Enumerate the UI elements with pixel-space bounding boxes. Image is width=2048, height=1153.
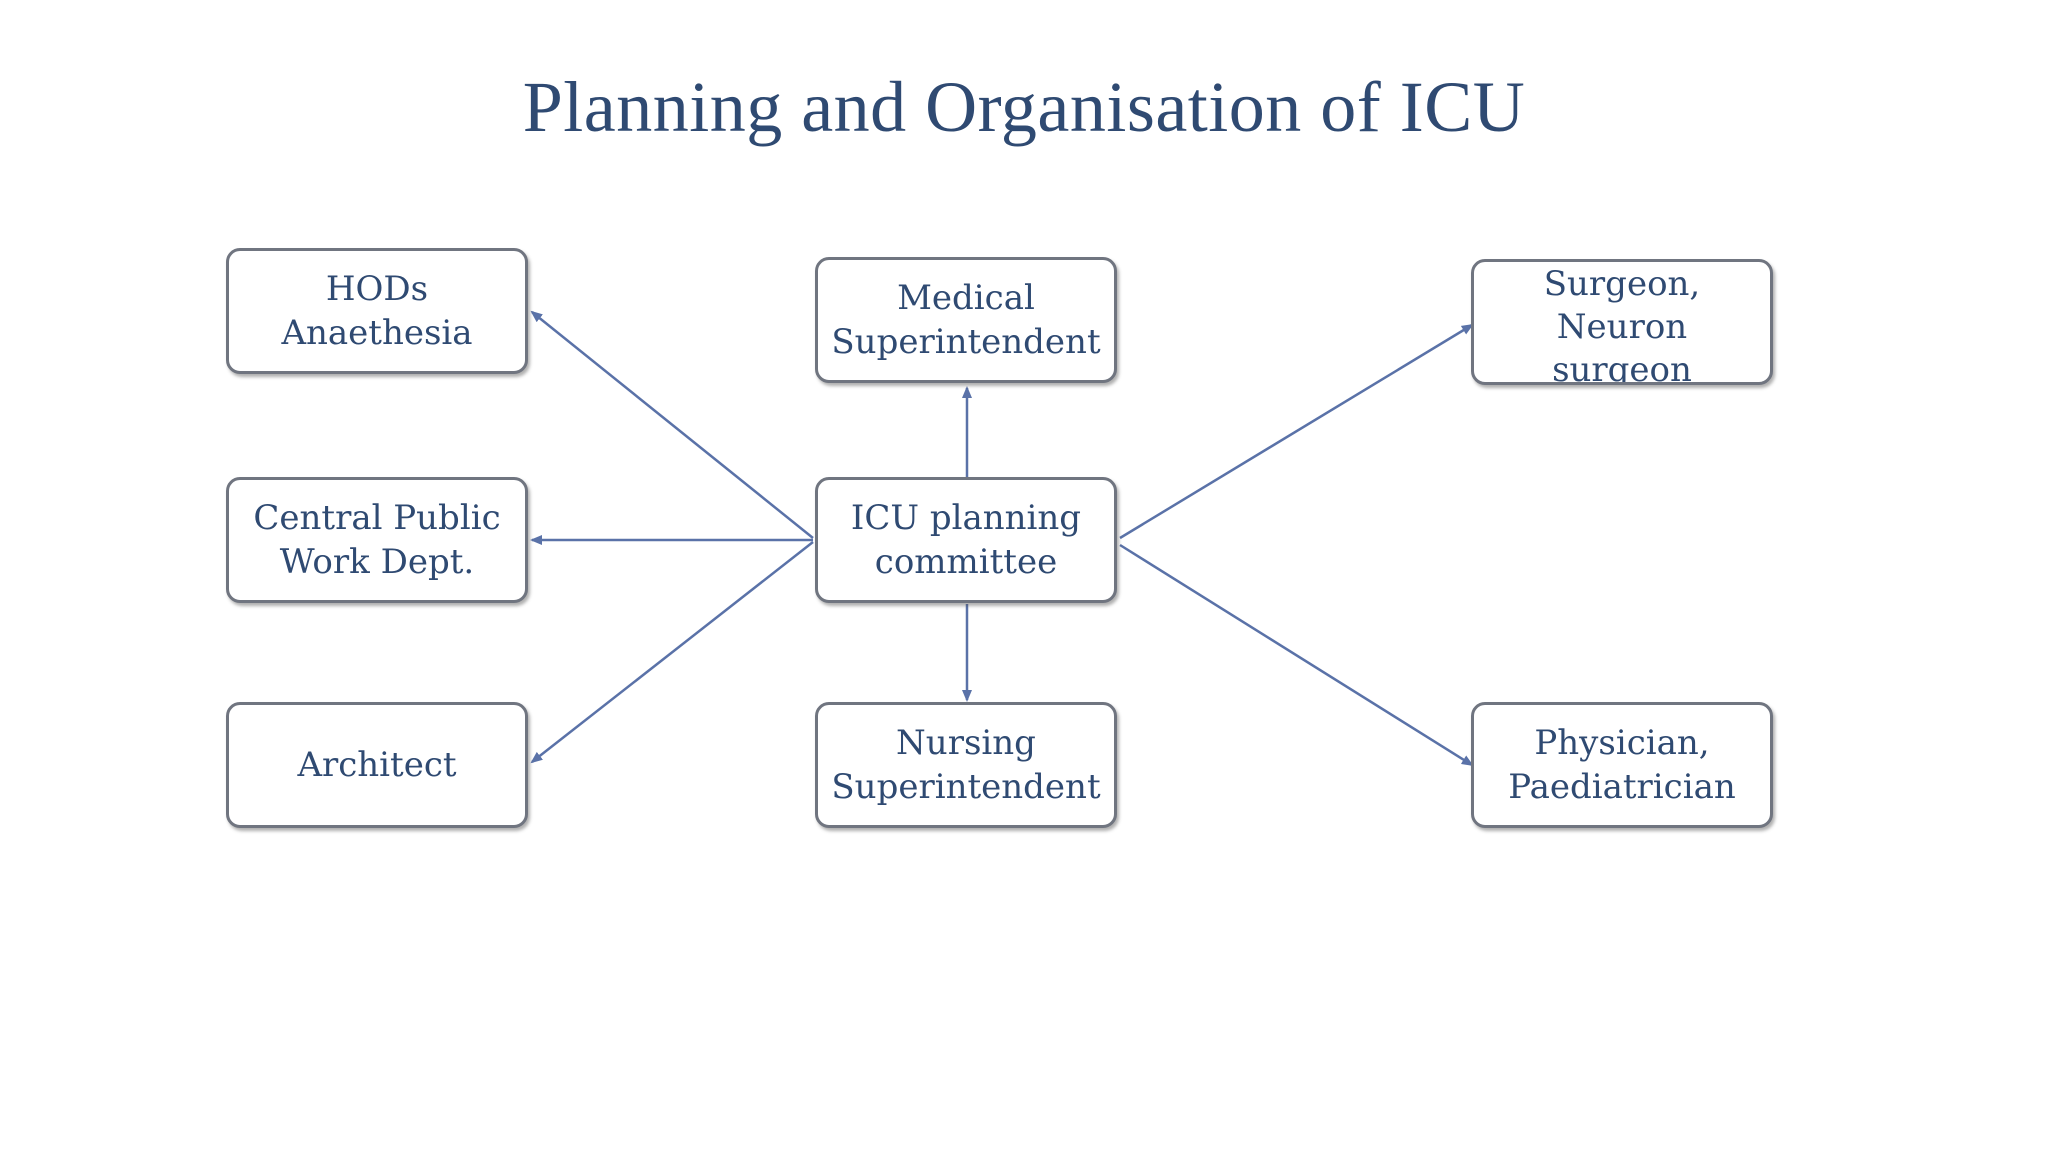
arrow-to-hods — [530, 310, 814, 539]
node-central-public-work-dept: Central Public Work Dept. — [226, 477, 528, 603]
node-central-public-work-dept-label: Central Public Work Dept. — [253, 498, 501, 582]
node-physician-paediatrician: Physician, Paediatrician — [1471, 702, 1773, 828]
node-architect-label: Architect — [297, 745, 457, 785]
node-surgeon-neuron-surgeon-label: Surgeon, Neuron surgeon — [1543, 263, 1701, 385]
node-nursing-superintendent-label: Nursing Superintendent — [831, 723, 1101, 807]
node-icu-planning-committee: ICU planning committee — [815, 477, 1117, 603]
node-architect: Architect — [226, 702, 528, 828]
arrow-to-physician — [1119, 543, 1474, 767]
node-medical-superintendent-label: Medical Superintendent — [831, 278, 1101, 362]
node-hods-anaethesia: HODs Anaethesia — [226, 248, 528, 374]
node-physician-paediatrician-label: Physician, Paediatrician — [1508, 723, 1736, 807]
node-nursing-superintendent: Nursing Superintendent — [815, 702, 1117, 828]
node-icu-planning-committee-label: ICU planning committee — [850, 498, 1082, 582]
node-surgeon-neuron-surgeon: Surgeon, Neuron surgeon — [1471, 259, 1773, 385]
node-medical-superintendent: Medical Superintendent — [815, 257, 1117, 383]
arrow-to-surgeon — [1119, 323, 1474, 540]
node-hods-anaethesia-label: HODs Anaethesia — [281, 269, 473, 353]
diagram-title: Planning and Organisation of ICU — [522, 67, 1526, 147]
arrow-to-architect — [530, 541, 814, 764]
